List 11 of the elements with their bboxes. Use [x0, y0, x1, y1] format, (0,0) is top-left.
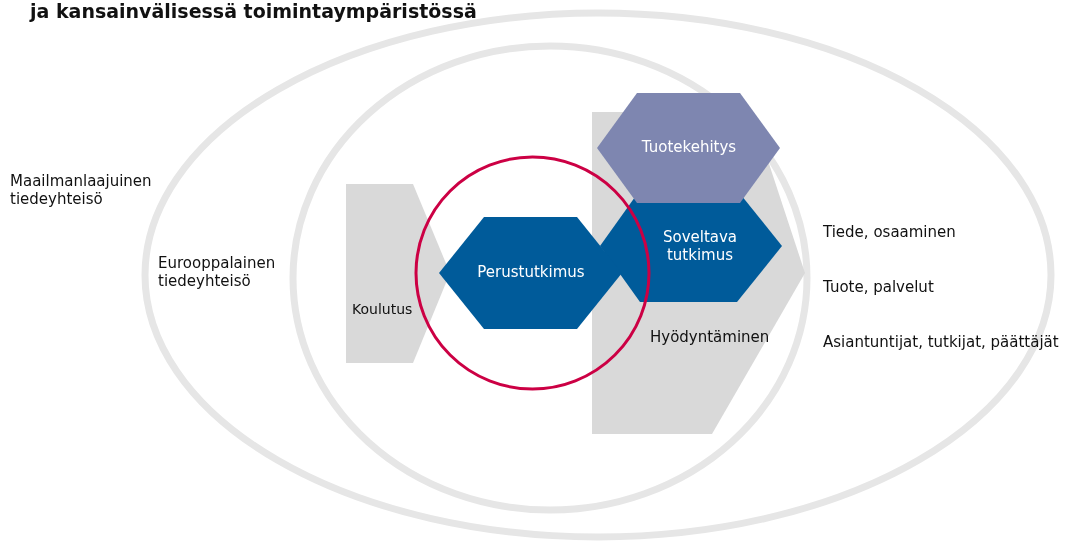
shape-label: Koulutus	[352, 300, 414, 318]
shape-label: Hyödyntäminen	[650, 328, 771, 346]
title: ja kansainvälisessä toimintaympäristössä	[30, 0, 477, 22]
shape-label: Soveltava tutkimus	[661, 228, 739, 264]
shape-label: Perustutkimus	[476, 263, 586, 281]
outcome-label: Tiede, osaaminen	[823, 223, 956, 241]
region-label: Eurooppalainen tiedeyhteisö	[158, 254, 277, 290]
outcome-label: Tuote, palvelut	[823, 278, 934, 296]
shape-label: Tuotekehitys	[640, 138, 738, 156]
region-label: Maailmanlaajuinen tiedeyhteisö	[10, 172, 153, 208]
outcome-label: Asiantuntijat, tutkijat, päättäjät	[823, 333, 1059, 351]
